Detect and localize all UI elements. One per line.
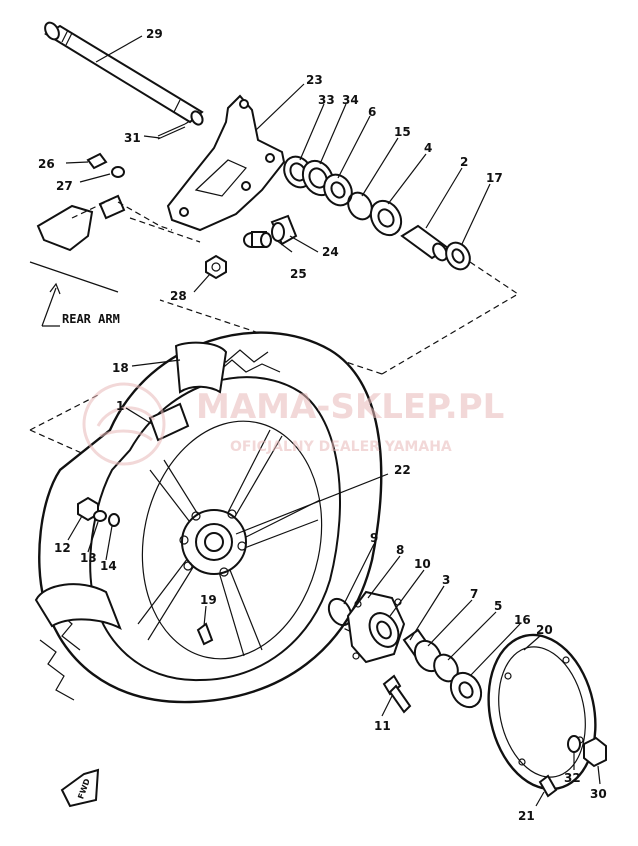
label-29: 29: [146, 27, 163, 41]
bolt-11: [382, 674, 412, 714]
label-10: 10: [414, 557, 431, 571]
label-30: 30: [590, 787, 607, 801]
label-34: 34: [342, 93, 359, 107]
washer-27: [79, 166, 125, 183]
label-16: 16: [514, 613, 531, 627]
watermark-tagline: OFICJALNY DEALER YAMAHA: [230, 439, 452, 455]
label-22: 22: [394, 463, 411, 477]
label-15: 15: [394, 125, 411, 139]
tension-bar-bracket: [166, 94, 286, 232]
label-27: 27: [56, 179, 73, 193]
label-18: 18: [112, 361, 129, 375]
washer-14: [108, 513, 120, 527]
rear-arm-label: REAR ARM: [62, 312, 120, 326]
label-17: 17: [486, 171, 503, 185]
washer-13: [93, 510, 107, 522]
label-5: 5: [494, 599, 502, 613]
bolt-26: [65, 152, 108, 170]
watermark-brand: MAMA-SKLEP.PL: [196, 387, 504, 427]
leader-lines: [67, 35, 601, 807]
label-19: 19: [200, 593, 217, 607]
collar-16: [449, 671, 483, 709]
label-9: 9: [370, 531, 378, 545]
label-11: 11: [374, 719, 391, 733]
label-3: 3: [442, 573, 450, 587]
circlip-15: [347, 191, 373, 221]
spacer-2: [400, 224, 450, 262]
nut-28: [205, 254, 227, 280]
label-31: 31: [124, 131, 141, 145]
oil-seal-17: [445, 241, 471, 271]
label-26: 26: [38, 157, 55, 171]
label-32: 32: [564, 771, 581, 785]
watermark: MAMA-SKLEP.PL OFICJALNY DEALER YAMAHA: [82, 382, 504, 466]
bearing-4: [369, 199, 403, 237]
label-33: 33: [318, 93, 335, 107]
nut-30: [583, 736, 607, 768]
label-24: 24: [322, 245, 339, 259]
label-25: 25: [290, 267, 307, 281]
label-14: 14: [100, 559, 117, 573]
label-4: 4: [424, 141, 432, 155]
label-21: 21: [518, 809, 535, 823]
circlip-9: [327, 597, 353, 627]
cover-plate-20: [487, 633, 597, 791]
fwd-marker: FWD: [60, 768, 100, 808]
spacer-25: [243, 231, 272, 248]
rear-arm-stub: [29, 194, 201, 293]
label-13: 13: [80, 551, 97, 565]
label-23: 23: [306, 73, 323, 87]
bolt-21: [538, 774, 558, 798]
cotter-pin: [157, 120, 191, 140]
label-8: 8: [396, 543, 404, 557]
collar-24: [270, 214, 298, 246]
label-28: 28: [170, 289, 187, 303]
part-number-labels: 29 23 33 34 6 15 4 2 17 31 26 27 24 25 2…: [38, 27, 607, 823]
label-20: 20: [536, 623, 553, 637]
bearing-6: [323, 173, 353, 207]
washer-32: [567, 735, 581, 753]
bearing-10: [368, 612, 400, 648]
rear-arm-callout: REAR ARM: [41, 282, 120, 327]
label-1: 1: [116, 399, 124, 413]
label-12: 12: [54, 541, 71, 555]
rear-axle: [44, 21, 204, 126]
label-2: 2: [460, 155, 468, 169]
label-6: 6: [368, 105, 376, 119]
label-7: 7: [470, 587, 478, 601]
